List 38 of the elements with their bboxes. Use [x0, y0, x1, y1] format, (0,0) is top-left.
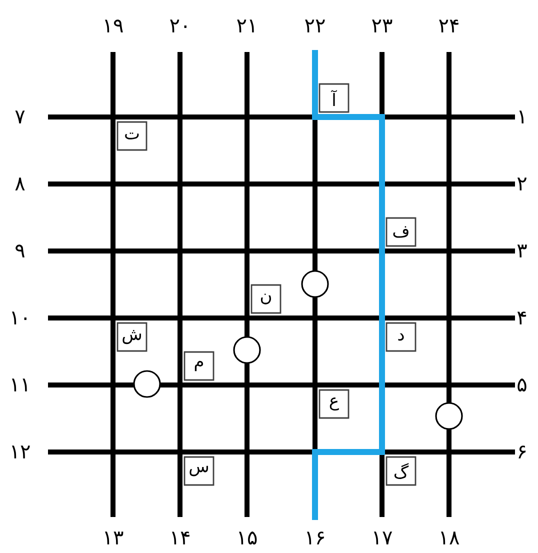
grid-number: ۷: [15, 110, 25, 124]
grid-number: ۲۰: [170, 20, 186, 32]
grid-number: ۱۲: [12, 446, 30, 458]
grid-number: ۲۳: [372, 20, 392, 32]
grid-number: ۸: [15, 178, 25, 190]
grid-number: ۲۲: [305, 20, 325, 32]
letter-box: د: [386, 322, 416, 352]
grid-number: ۲: [517, 178, 526, 190]
grid-number: ۱۰: [12, 312, 26, 324]
grid-number: ۱۵: [238, 532, 257, 544]
letter-box: ف: [386, 217, 416, 247]
grid-number: ۱۳: [104, 532, 124, 544]
letter-box: ت: [116, 121, 148, 151]
grid-number: ۹: [16, 244, 24, 258]
grid-number: ۲۱: [237, 20, 254, 32]
circle-marker: [435, 402, 463, 430]
grid-number: ۱۴: [172, 532, 190, 544]
letter-box: ش: [116, 322, 148, 352]
grid-number: ۱۸: [440, 532, 460, 544]
grid-number: ۱۷: [374, 532, 392, 544]
letter-box: ع: [318, 389, 350, 419]
grid-number: ۶: [518, 446, 526, 458]
grid-number: ۱۱: [12, 378, 27, 392]
circle-marker: [233, 336, 261, 364]
grid-number: ۴: [517, 312, 526, 324]
grid-number: ۱۶: [306, 532, 324, 544]
letter-box: س: [184, 456, 214, 486]
grid-number: ۳: [517, 244, 527, 258]
circle-marker: [133, 370, 161, 398]
letter-box: م: [184, 351, 214, 381]
grid-number: ۵: [518, 378, 526, 392]
letter-box: آ: [318, 83, 350, 113]
grid-number: ۱: [519, 110, 524, 124]
letter-box: ن: [250, 284, 282, 314]
circle-marker: [301, 270, 329, 298]
letter-box: گ: [386, 456, 416, 486]
grid-number: ۱۹: [104, 20, 123, 32]
grid-number: ۲۴: [439, 20, 458, 32]
